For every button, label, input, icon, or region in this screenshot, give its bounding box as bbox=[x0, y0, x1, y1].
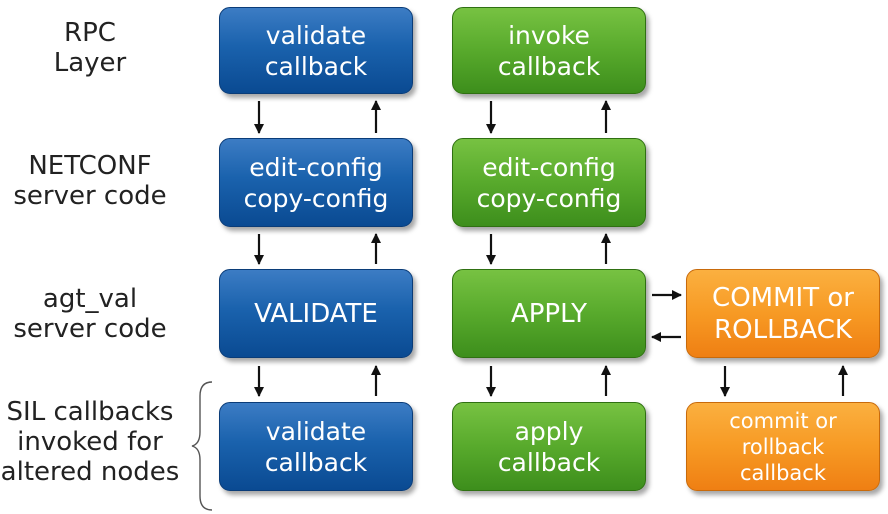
edit-copy-config-green-box: edit-config copy-config bbox=[452, 138, 646, 227]
commit-or-rollback-box: COMMIT or ROLLBACK bbox=[686, 269, 880, 358]
apply-box: APPLY bbox=[452, 269, 646, 358]
invoke-callback-box: invoke callback bbox=[452, 7, 646, 94]
validate-callback-sil-box: validate callback bbox=[219, 402, 413, 491]
commit-or-rollback-callback-box: commit or rollback callback bbox=[686, 402, 880, 491]
brace bbox=[191, 381, 213, 511]
row-label-netconf-server-code: NETCONF server code bbox=[13, 151, 167, 211]
row-label-agt-val-server-code: agt_val server code bbox=[13, 284, 167, 344]
validate-callback-rpc-box: validate callback bbox=[219, 7, 413, 94]
validate-box: VALIDATE bbox=[219, 269, 413, 358]
apply-callback-box: apply callback bbox=[452, 402, 646, 491]
row-label-rpc-layer: RPC Layer bbox=[53, 18, 127, 78]
edit-copy-config-blue-box: edit-config copy-config bbox=[219, 138, 413, 227]
row-label-sil-callbacks: SIL callbacks invoked for altered nodes bbox=[0, 397, 180, 487]
